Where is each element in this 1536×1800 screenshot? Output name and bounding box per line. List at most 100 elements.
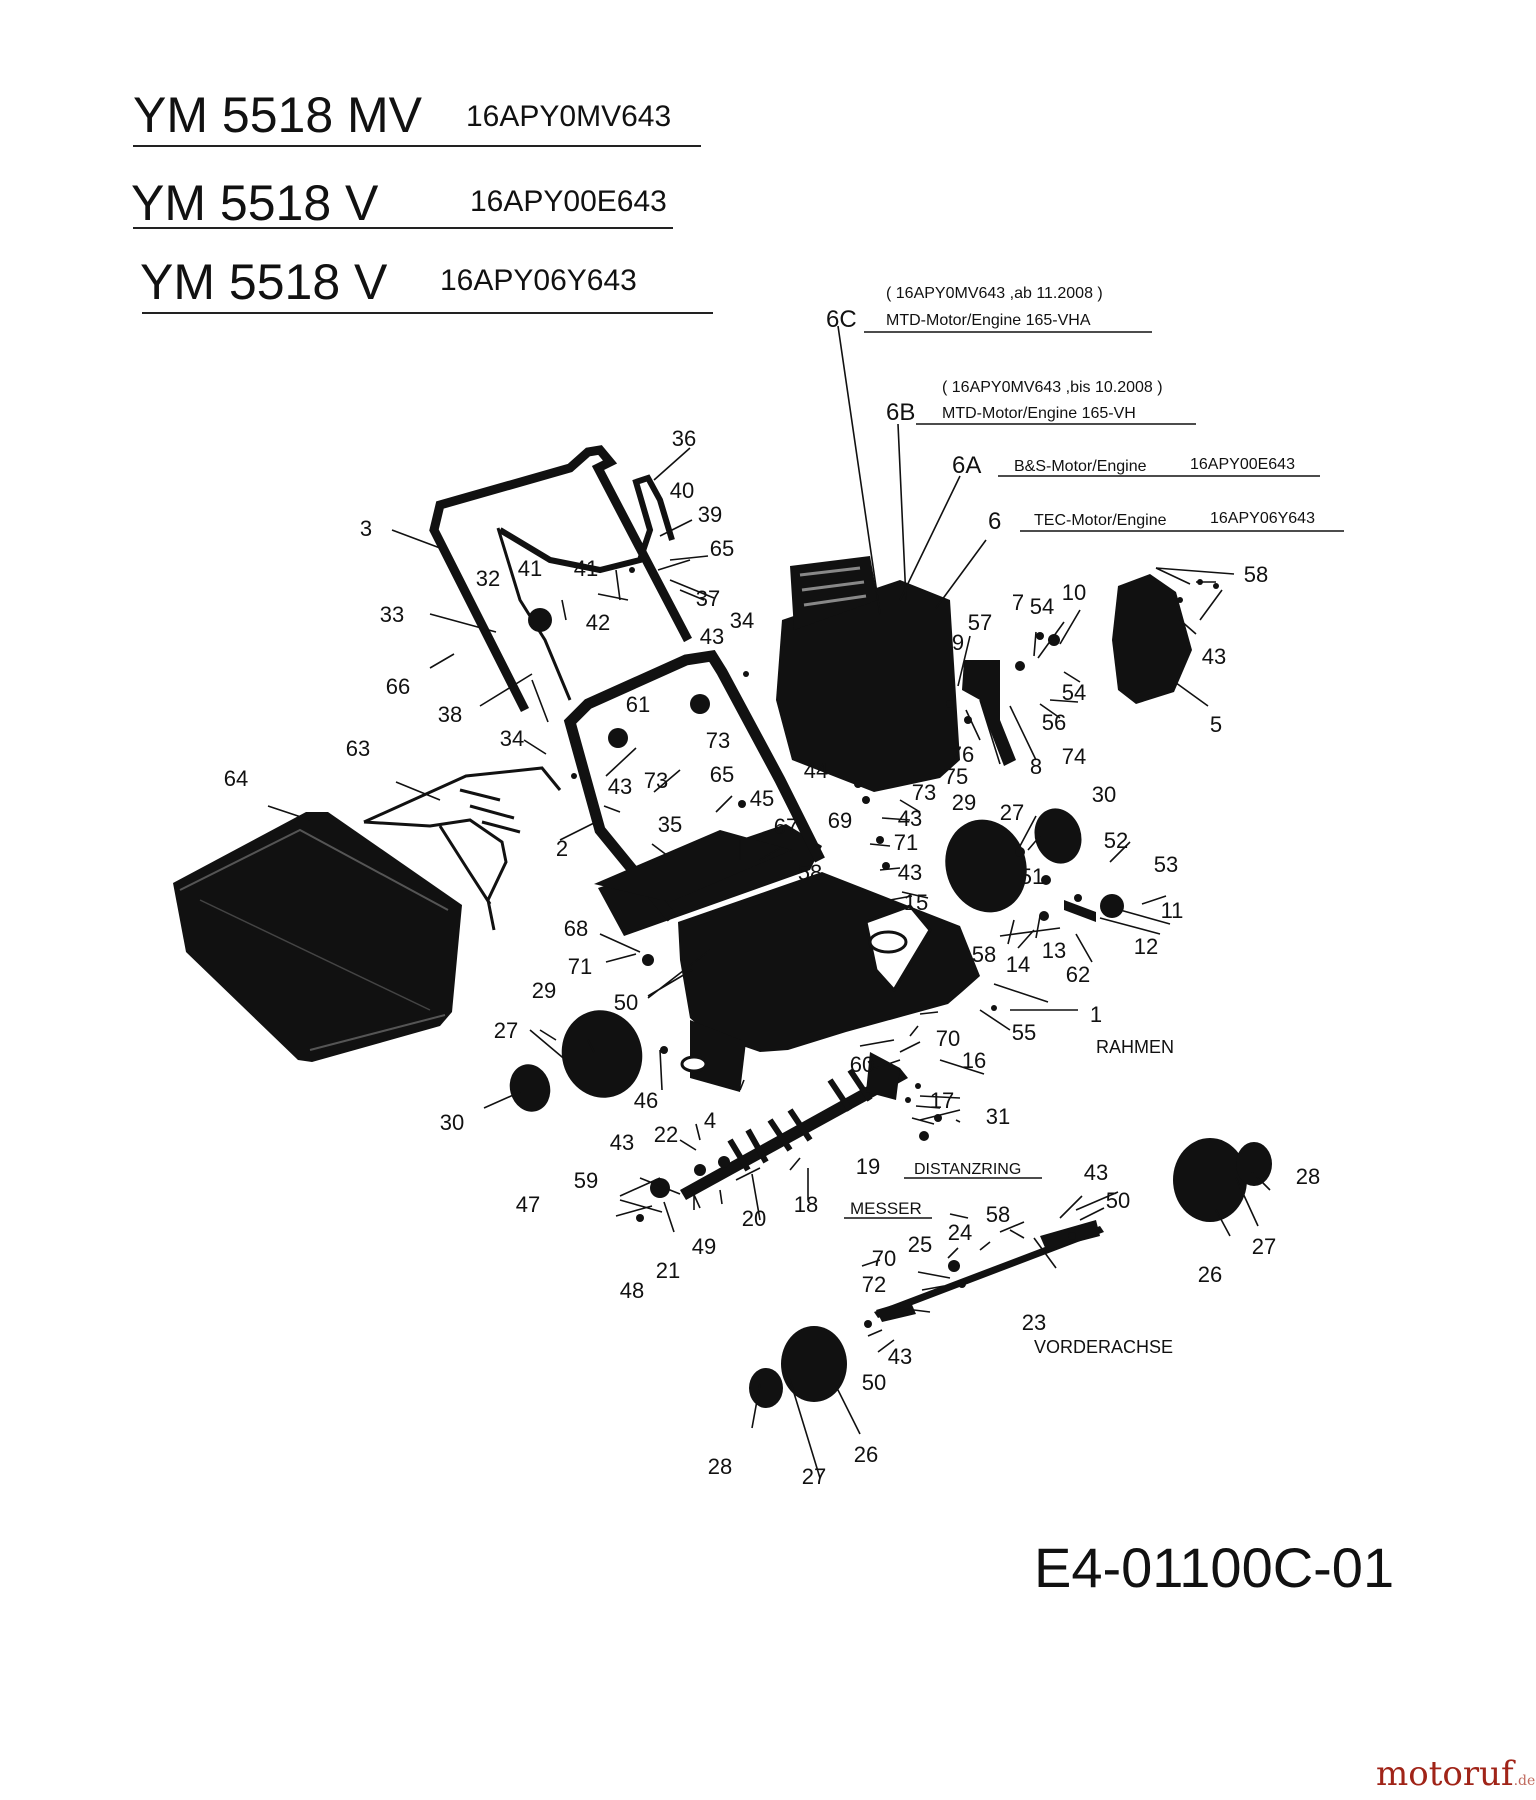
variant-6b-desc: MTD-Motor/Engine 165-VH	[942, 405, 1136, 422]
leader-lines	[267, 325, 1271, 1479]
part-label-71: 71	[894, 830, 918, 855]
variant-6-desc: TEC-Motor/Engine	[1034, 512, 1167, 529]
model-title-3: YM 5518 V	[140, 254, 388, 310]
variant-6c-desc: MTD-Motor/Engine 165-VHA	[886, 312, 1091, 329]
part-label-32: 32	[476, 566, 500, 591]
part-labels: 1234578910111213141516171819202122232425…	[224, 426, 1320, 1489]
part-label-72: 72	[862, 1272, 886, 1297]
upper-handle	[429, 445, 692, 713]
part-label-54: 54	[1030, 594, 1054, 619]
part-label-31: 31	[986, 1104, 1010, 1129]
part-label-58-2: 58	[798, 860, 822, 885]
part-label-43-2: 43	[608, 774, 632, 799]
part-label-62: 62	[1066, 962, 1090, 987]
grass-chute	[594, 830, 792, 902]
front-hubcap-28-right	[1236, 1142, 1272, 1186]
part-label-43-3: 43	[1202, 644, 1226, 669]
part-label-29: 29	[532, 978, 556, 1003]
label-rahmen: RAHMEN	[1096, 1037, 1174, 1057]
variant-6c-key: 6C	[826, 306, 857, 333]
label-distanzring: DISTANZRING	[914, 1161, 1021, 1178]
part-label-4: 4	[704, 1108, 716, 1133]
part-label-23: 23	[1022, 1310, 1046, 1335]
part-label-10: 10	[1062, 580, 1086, 605]
part-label-43-4: 43	[898, 806, 922, 831]
part-label-73: 73	[706, 728, 730, 753]
blade-shaft	[680, 1052, 908, 1200]
part-label-61: 61	[626, 692, 650, 717]
part-label-24: 24	[948, 1220, 972, 1245]
part-label-39: 39	[698, 502, 722, 527]
part-label-15: 15	[904, 890, 928, 915]
label-messer: MESSER	[850, 1199, 922, 1218]
part-label-56: 56	[1042, 710, 1066, 735]
name-labels: RAHMEN DISTANZRING MESSER VORDERACHSE	[844, 1037, 1174, 1357]
part-label-22: 22	[654, 1122, 678, 1147]
part-label-18: 18	[794, 1192, 818, 1217]
part-label-58-4: 58	[986, 1202, 1010, 1227]
part-label-57: 57	[968, 610, 992, 635]
part-label-8: 8	[1030, 754, 1042, 779]
part-label-11: 11	[1161, 898, 1184, 923]
part-label-27-3: 27	[1000, 800, 1024, 825]
part-label-41-2: 41	[574, 556, 598, 581]
lower-handle	[563, 650, 825, 922]
part-label-69: 69	[828, 808, 852, 833]
part-label-44: 44	[804, 758, 828, 783]
grass-bag	[173, 812, 462, 1062]
part-label-35: 35	[658, 812, 682, 837]
part-label-25: 25	[908, 1232, 932, 1257]
part-label-45: 45	[750, 786, 774, 811]
hubcap-30-left	[509, 1064, 551, 1112]
part-label-43: 43	[700, 624, 724, 649]
part-label-16: 16	[962, 1048, 986, 1073]
engine-variant-labels: ( 16APY0MV643 ,ab 11.2008 ) 6C MTD-Motor…	[826, 285, 1344, 535]
front-hubcap-28-left	[749, 1368, 783, 1408]
part-label-70: 70	[936, 1026, 960, 1051]
part-label-63: 63	[346, 736, 370, 761]
part-label-9: 9	[952, 630, 964, 655]
part-label-5: 5	[1210, 712, 1222, 737]
variant-6a-desc: B&S-Motor/Engine	[1014, 458, 1147, 475]
part-label-71-2: 71	[568, 954, 592, 979]
part-label-36: 36	[672, 426, 696, 451]
part-label-28: 28	[1296, 1164, 1320, 1189]
variant-6b-key: 6B	[886, 399, 915, 426]
part-label-12: 12	[1134, 934, 1158, 959]
part-label-2: 2	[556, 836, 568, 861]
part-label-27: 27	[1252, 1234, 1276, 1259]
part-label-50: 50	[614, 990, 638, 1015]
rear-flap	[680, 1020, 746, 1092]
part-label-50-2: 50	[1106, 1188, 1130, 1213]
part-label-26: 26	[1198, 1262, 1222, 1287]
part-label-43-8: 43	[888, 1344, 912, 1369]
part-label-14: 14	[1006, 952, 1030, 977]
variant-6c-note: ( 16APY0MV643 ,ab 11.2008 )	[886, 285, 1103, 302]
lever-12	[1064, 900, 1096, 922]
part-label-27-2: 27	[494, 1018, 518, 1043]
part-label-51: 51	[1020, 864, 1044, 889]
part-label-19: 19	[856, 1154, 880, 1179]
part-label-50-3: 50	[862, 1370, 886, 1395]
model-underline-2	[133, 227, 673, 229]
label-vorderachse: VORDERACHSE	[1034, 1337, 1173, 1357]
part-label-17: 17	[930, 1088, 954, 1113]
front-wheel-26-left	[781, 1326, 847, 1402]
model-title-1: YM 5518 MV	[133, 87, 423, 143]
knob-11	[1100, 894, 1124, 918]
model-code-1: 16APY0MV643	[466, 100, 672, 133]
variant-6-key: 6	[988, 508, 1001, 535]
part-label-42: 42	[586, 610, 610, 635]
part-label-13: 13	[1042, 938, 1066, 963]
part-label-55: 55	[1012, 1020, 1036, 1045]
part-label-59: 59	[574, 1168, 598, 1193]
part-label-49: 49	[692, 1234, 716, 1259]
variant-6a-key: 6A	[952, 452, 981, 479]
part-label-68: 68	[564, 916, 588, 941]
part-label-60: 60	[850, 1052, 874, 1077]
part-label-29-2: 29	[952, 790, 976, 815]
wheel-29-left	[561, 1010, 643, 1098]
front-wheel-26-right	[1173, 1138, 1247, 1222]
part-label-70-2: 70	[872, 1246, 896, 1271]
